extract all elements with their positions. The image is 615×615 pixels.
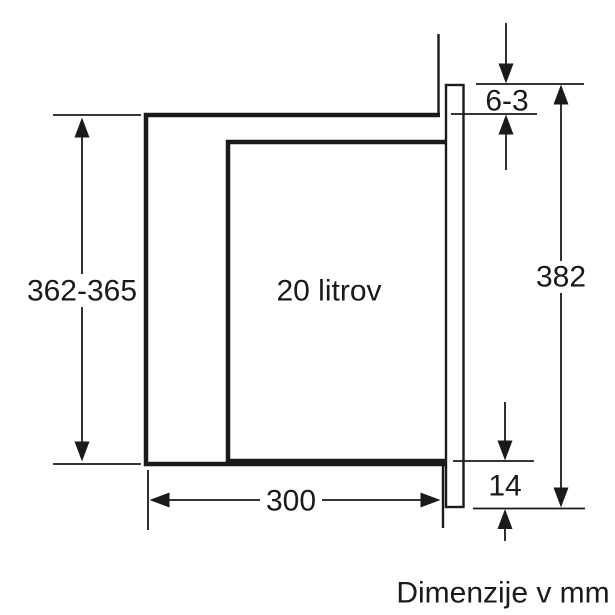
arrowhead-right [420,492,441,508]
arrowhead-left [149,492,170,508]
front-height-label: 382 [536,261,586,294]
cabinet-outline [143,34,447,528]
niche-height-label: 362-365 [27,275,137,308]
label-backing [534,261,590,293]
front-panel [444,83,465,509]
dim-bottom-gap: 14 [453,402,585,541]
arrowhead-down [74,441,90,462]
dim-top-gap: 6-3 [451,23,584,170]
dim-front-height: 382 [534,84,590,508]
arrowhead-down [498,63,514,84]
bottom-gap-label: 14 [488,470,521,503]
label-backing [260,485,322,516]
depth-label: 300 [266,485,316,518]
arrowhead-up [498,114,514,135]
label-backing [26,274,138,307]
dim-depth: 300 [147,470,441,530]
arrowhead-down [497,440,513,461]
arrowhead-up [553,84,569,105]
niche-outline [143,112,447,467]
appliance-body-outline [225,139,447,464]
capacity-label: 20 litrov [276,275,381,308]
dim-niche-height: 362-365 [26,114,141,465]
arrowhead-down [553,487,569,508]
units-label: Dimenzije v mm [396,577,609,610]
top-gap-label: 6-3 [485,85,528,118]
arrowhead-up [497,509,513,529]
arrowhead-up [74,117,90,138]
